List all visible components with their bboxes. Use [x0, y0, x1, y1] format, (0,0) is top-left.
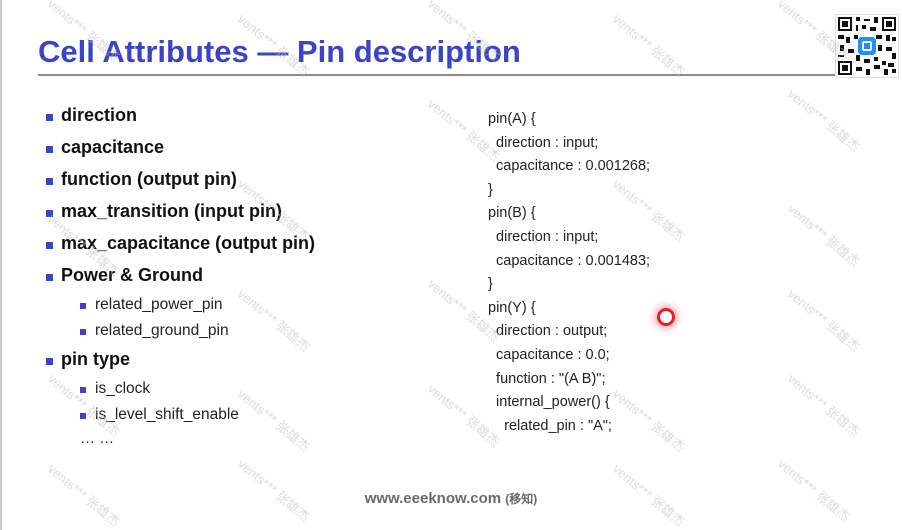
- footer-url: www.eeeknow.com: [364, 490, 502, 507]
- bullet-pin-type: pin type: [61, 349, 131, 369]
- bullet-direction: direction: [61, 105, 138, 125]
- code-line: capacitance : 0.001268;: [488, 158, 651, 175]
- sub-list-item: related_power_pin: [80, 294, 223, 320]
- title-underline: [38, 74, 838, 76]
- watermark-text: vents*** 张雄杰: [234, 385, 313, 455]
- code-line: pin(B) {: [488, 205, 536, 222]
- code-line: direction : output;: [488, 323, 608, 340]
- qr-code-icon: [835, 14, 899, 78]
- code-line: direction : input;: [488, 134, 599, 151]
- code-line: }: [488, 181, 493, 198]
- liberty-code-block: pin(A) { direction : input; capacitance …: [488, 108, 650, 438]
- code-line: capacitance : 0.001483;: [488, 252, 651, 269]
- code-line: internal_power() {: [488, 394, 610, 411]
- code-line: pin(Y) {: [488, 299, 536, 316]
- list-item: function (output pin): [46, 166, 237, 198]
- list-item: Power & Ground: [46, 262, 203, 294]
- sub-list-item: is_level_shift_enable: [80, 404, 239, 430]
- watermark-text: vents*** 张雄杰: [784, 85, 863, 155]
- code-line: }: [488, 276, 493, 293]
- watermark-text: vents*** 张雄杰: [784, 285, 863, 355]
- bullet-max-capacitance: max_capacitance (output pin): [61, 233, 316, 253]
- list-item: max_capacitance (output pin): [46, 230, 315, 262]
- footer: www.eeeknow.com (移知): [0, 490, 902, 507]
- attribute-list: direction capacitance function (output p…: [46, 102, 315, 450]
- code-line: function : "(A B)";: [488, 370, 606, 387]
- list-item: direction: [46, 102, 137, 134]
- footer-brand: (移知): [505, 492, 538, 506]
- bullet-related-power-pin: related_power_pin: [95, 296, 223, 313]
- code-line: capacitance : 0.0;: [488, 346, 610, 363]
- sub-list-item: is_clock: [80, 378, 150, 404]
- code-line: pin(A) {: [488, 111, 536, 127]
- code-line: direction : input;: [488, 228, 599, 245]
- bullet-power-ground: Power & Ground: [61, 265, 204, 285]
- bullet-function: function (output pin): [61, 169, 237, 189]
- code-line: related_pin : "A";: [488, 417, 612, 434]
- list-item: capacitance: [46, 134, 164, 166]
- bullet-is-clock: is_clock: [95, 380, 151, 397]
- bullet-related-ground-pin: related_ground_pin: [95, 322, 229, 339]
- bullet-max-transition: max_transition (input pin): [61, 201, 283, 221]
- bullet-is-level-shift-enable: is_level_shift_enable: [95, 406, 239, 423]
- list-item: max_transition (input pin): [46, 198, 282, 230]
- ellipsis-text: … …: [80, 430, 115, 447]
- watermark-text: vents*** 张雄杰: [234, 285, 313, 355]
- list-item: pin type: [46, 346, 130, 378]
- bullet-capacitance: capacitance: [61, 137, 165, 157]
- watermark-text: vents*** 张雄杰: [784, 370, 863, 440]
- watermark-text: vents*** 张雄杰: [784, 200, 863, 270]
- slide-title: Cell Attributes — Pin description: [38, 34, 521, 69]
- watermark-text: vents*** 张雄杰: [609, 10, 688, 80]
- sub-list-item: related_ground_pin: [80, 320, 229, 346]
- laser-pointer-cursor-icon: [657, 308, 675, 326]
- slide-left-border: [0, 0, 2, 530]
